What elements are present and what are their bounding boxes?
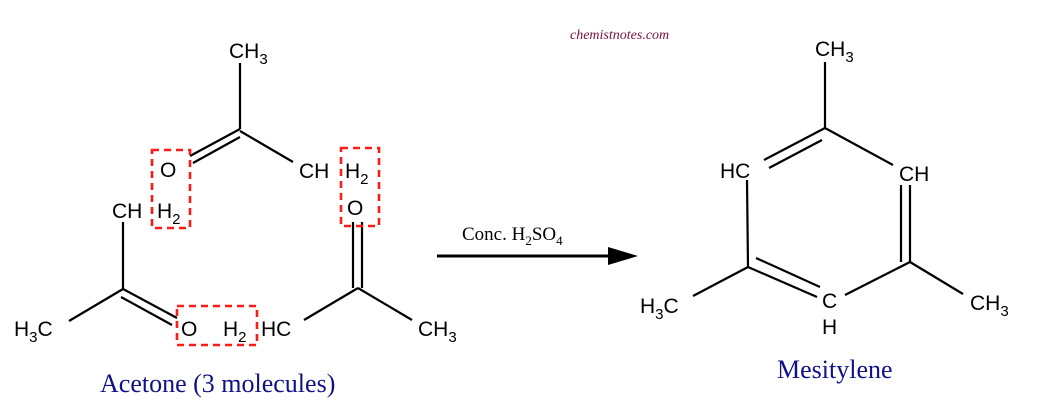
atom-label: H3C xyxy=(640,295,679,323)
atom-label: O xyxy=(160,159,176,182)
mesitylene: CH3 HC CH C H H3C CH3 xyxy=(640,38,1009,339)
double-bond xyxy=(189,128,241,157)
acetone-left: CH H2 H3C O xyxy=(14,200,197,346)
bond xyxy=(745,179,750,268)
bond xyxy=(824,127,894,166)
atom-label: H2 xyxy=(157,200,181,228)
reagent-label: Conc. H2SO4 xyxy=(462,224,563,248)
atom-label: CH3 xyxy=(815,38,854,66)
double-bond xyxy=(747,265,818,299)
atom-label: HC xyxy=(720,160,750,183)
atom-label: O xyxy=(181,318,197,341)
reaction-arrow: Conc. H2SO4 xyxy=(437,224,638,265)
bond xyxy=(357,287,413,321)
atom-label: H2 xyxy=(223,318,247,346)
double-bond xyxy=(122,288,178,319)
atom-label: O xyxy=(347,197,363,220)
bond xyxy=(239,130,294,163)
atom-label: CH xyxy=(299,160,329,183)
atom-label: CH3 xyxy=(970,292,1009,320)
atom-label: HC xyxy=(261,318,291,341)
highlight-box-water-1 xyxy=(150,148,192,230)
acetone-right: O H2 HC CH3 xyxy=(223,197,457,346)
highlight-box-water-2 xyxy=(339,146,381,228)
product-caption: Mesitylene xyxy=(777,355,893,384)
double-bond xyxy=(755,256,821,289)
double-bond xyxy=(120,296,173,326)
atom-label: CH3 xyxy=(229,40,268,68)
arrow-head-icon xyxy=(608,247,638,265)
atom-label: CH3 xyxy=(418,318,457,346)
atom-label: CH xyxy=(899,163,929,186)
atom-label: H2 xyxy=(345,160,369,188)
watermark: chemistnotes.com xyxy=(570,28,669,43)
bond xyxy=(303,287,359,321)
double-bond xyxy=(192,136,241,164)
atom-label: H3C xyxy=(14,318,53,346)
atom-label: C xyxy=(822,290,837,313)
double-bond xyxy=(768,139,823,169)
atom-label: CH xyxy=(112,200,142,223)
reactant-caption: Acetone (3 molecules) xyxy=(100,369,335,398)
acetone-top: CH3 O CH H2 xyxy=(160,40,369,188)
double-bond xyxy=(763,127,826,161)
bond xyxy=(909,261,964,295)
bond xyxy=(68,288,124,322)
atom-label: H xyxy=(822,316,837,339)
bond xyxy=(692,266,749,297)
bond xyxy=(844,261,911,296)
highlight-box-water-3 xyxy=(175,304,259,347)
